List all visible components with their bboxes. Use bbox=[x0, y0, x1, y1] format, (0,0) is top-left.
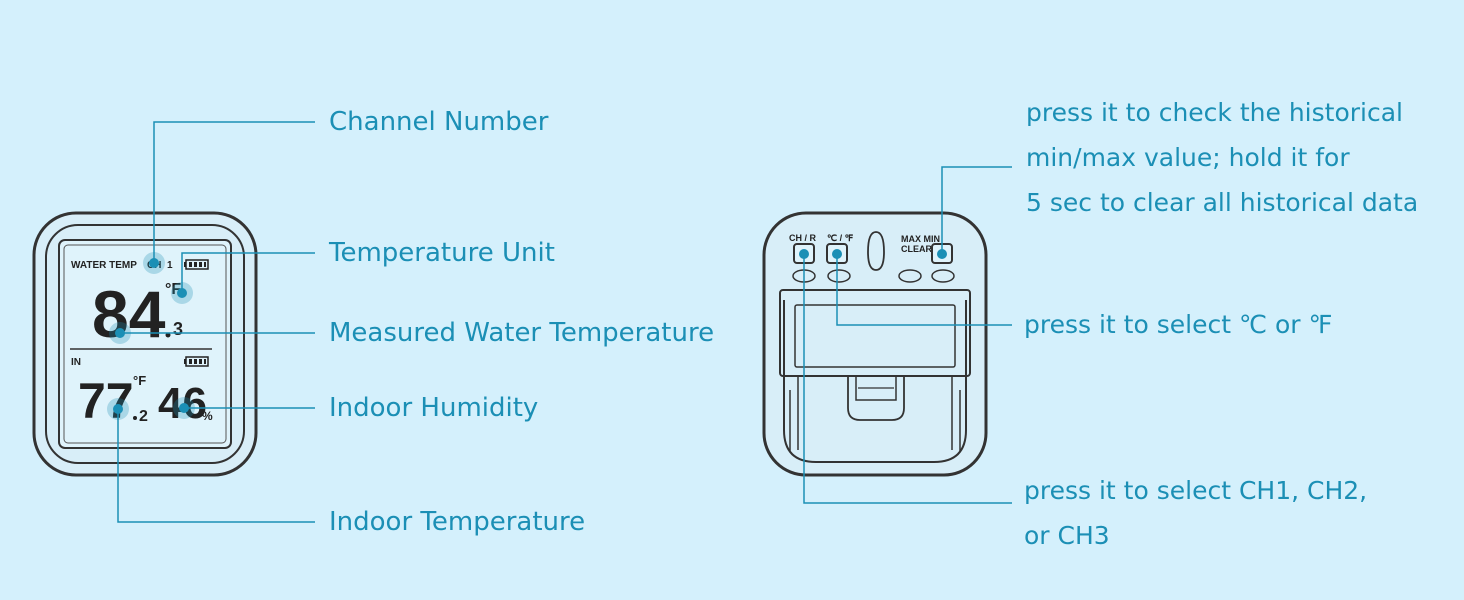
front-device: WATER TEMP CH 1 84 °F 3 IN 77 °F 2 46 % bbox=[32, 211, 258, 477]
lcd-channel-number: 1 bbox=[167, 260, 173, 271]
lcd-water-temp-decimal: 3 bbox=[173, 319, 183, 339]
callout-temperature-unit: Temperature Unit bbox=[329, 238, 555, 268]
lcd-water-temp-value: 84 bbox=[92, 277, 166, 351]
lcd-humidity-unit: % bbox=[202, 409, 213, 423]
callout-maxmin-line3: 5 sec to clear all historical data bbox=[1026, 188, 1419, 217]
back-clear-label: CLEAR bbox=[901, 244, 932, 254]
callout-maxmin-line1: press it to check the historical bbox=[1026, 98, 1403, 127]
lcd-indoor-temp-decimal: 2 bbox=[139, 408, 148, 425]
lcd-in-label: IN bbox=[71, 357, 81, 368]
back-leader-lines bbox=[803, 166, 1012, 504]
back-markers bbox=[799, 249, 947, 259]
lcd-water-temp-label: WATER TEMP bbox=[71, 260, 137, 271]
callout-channel-line1: press it to select CH1, CH2, bbox=[1024, 476, 1368, 505]
back-device: CH / R ℃ / ℉ MAX MIN CLEAR bbox=[762, 211, 988, 477]
callout-indoor-temperature: Indoor Temperature bbox=[329, 507, 586, 537]
battery-icon-indoor bbox=[184, 356, 209, 367]
back-ch-label: CH / R bbox=[789, 233, 817, 243]
callout-channel-number: Channel Number bbox=[329, 107, 549, 137]
callout-unit-select: press it to select ℃ or ℉ bbox=[1024, 310, 1333, 339]
lcd-indoor-temp-value: 77 bbox=[78, 373, 134, 429]
lcd-screen bbox=[58, 239, 232, 449]
battery-compartment bbox=[779, 289, 971, 377]
callout-maxmin-line2: min/max value; hold it for bbox=[1026, 143, 1350, 172]
lcd-indoor-temp-unit: °F bbox=[133, 373, 146, 388]
front-leader-lines bbox=[117, 121, 315, 523]
back-maxmin-label: MAX MIN bbox=[901, 234, 940, 244]
front-markers bbox=[107, 252, 195, 420]
hanging-hole bbox=[867, 231, 885, 271]
callout-measured-water-temperature: Measured Water Temperature bbox=[329, 318, 715, 348]
stand-latch bbox=[847, 376, 905, 421]
battery-icon bbox=[184, 259, 209, 270]
callout-channel-line2: or CH3 bbox=[1024, 521, 1110, 550]
back-unit-label: ℃ / ℉ bbox=[827, 233, 854, 243]
callout-indoor-humidity: Indoor Humidity bbox=[329, 393, 539, 423]
